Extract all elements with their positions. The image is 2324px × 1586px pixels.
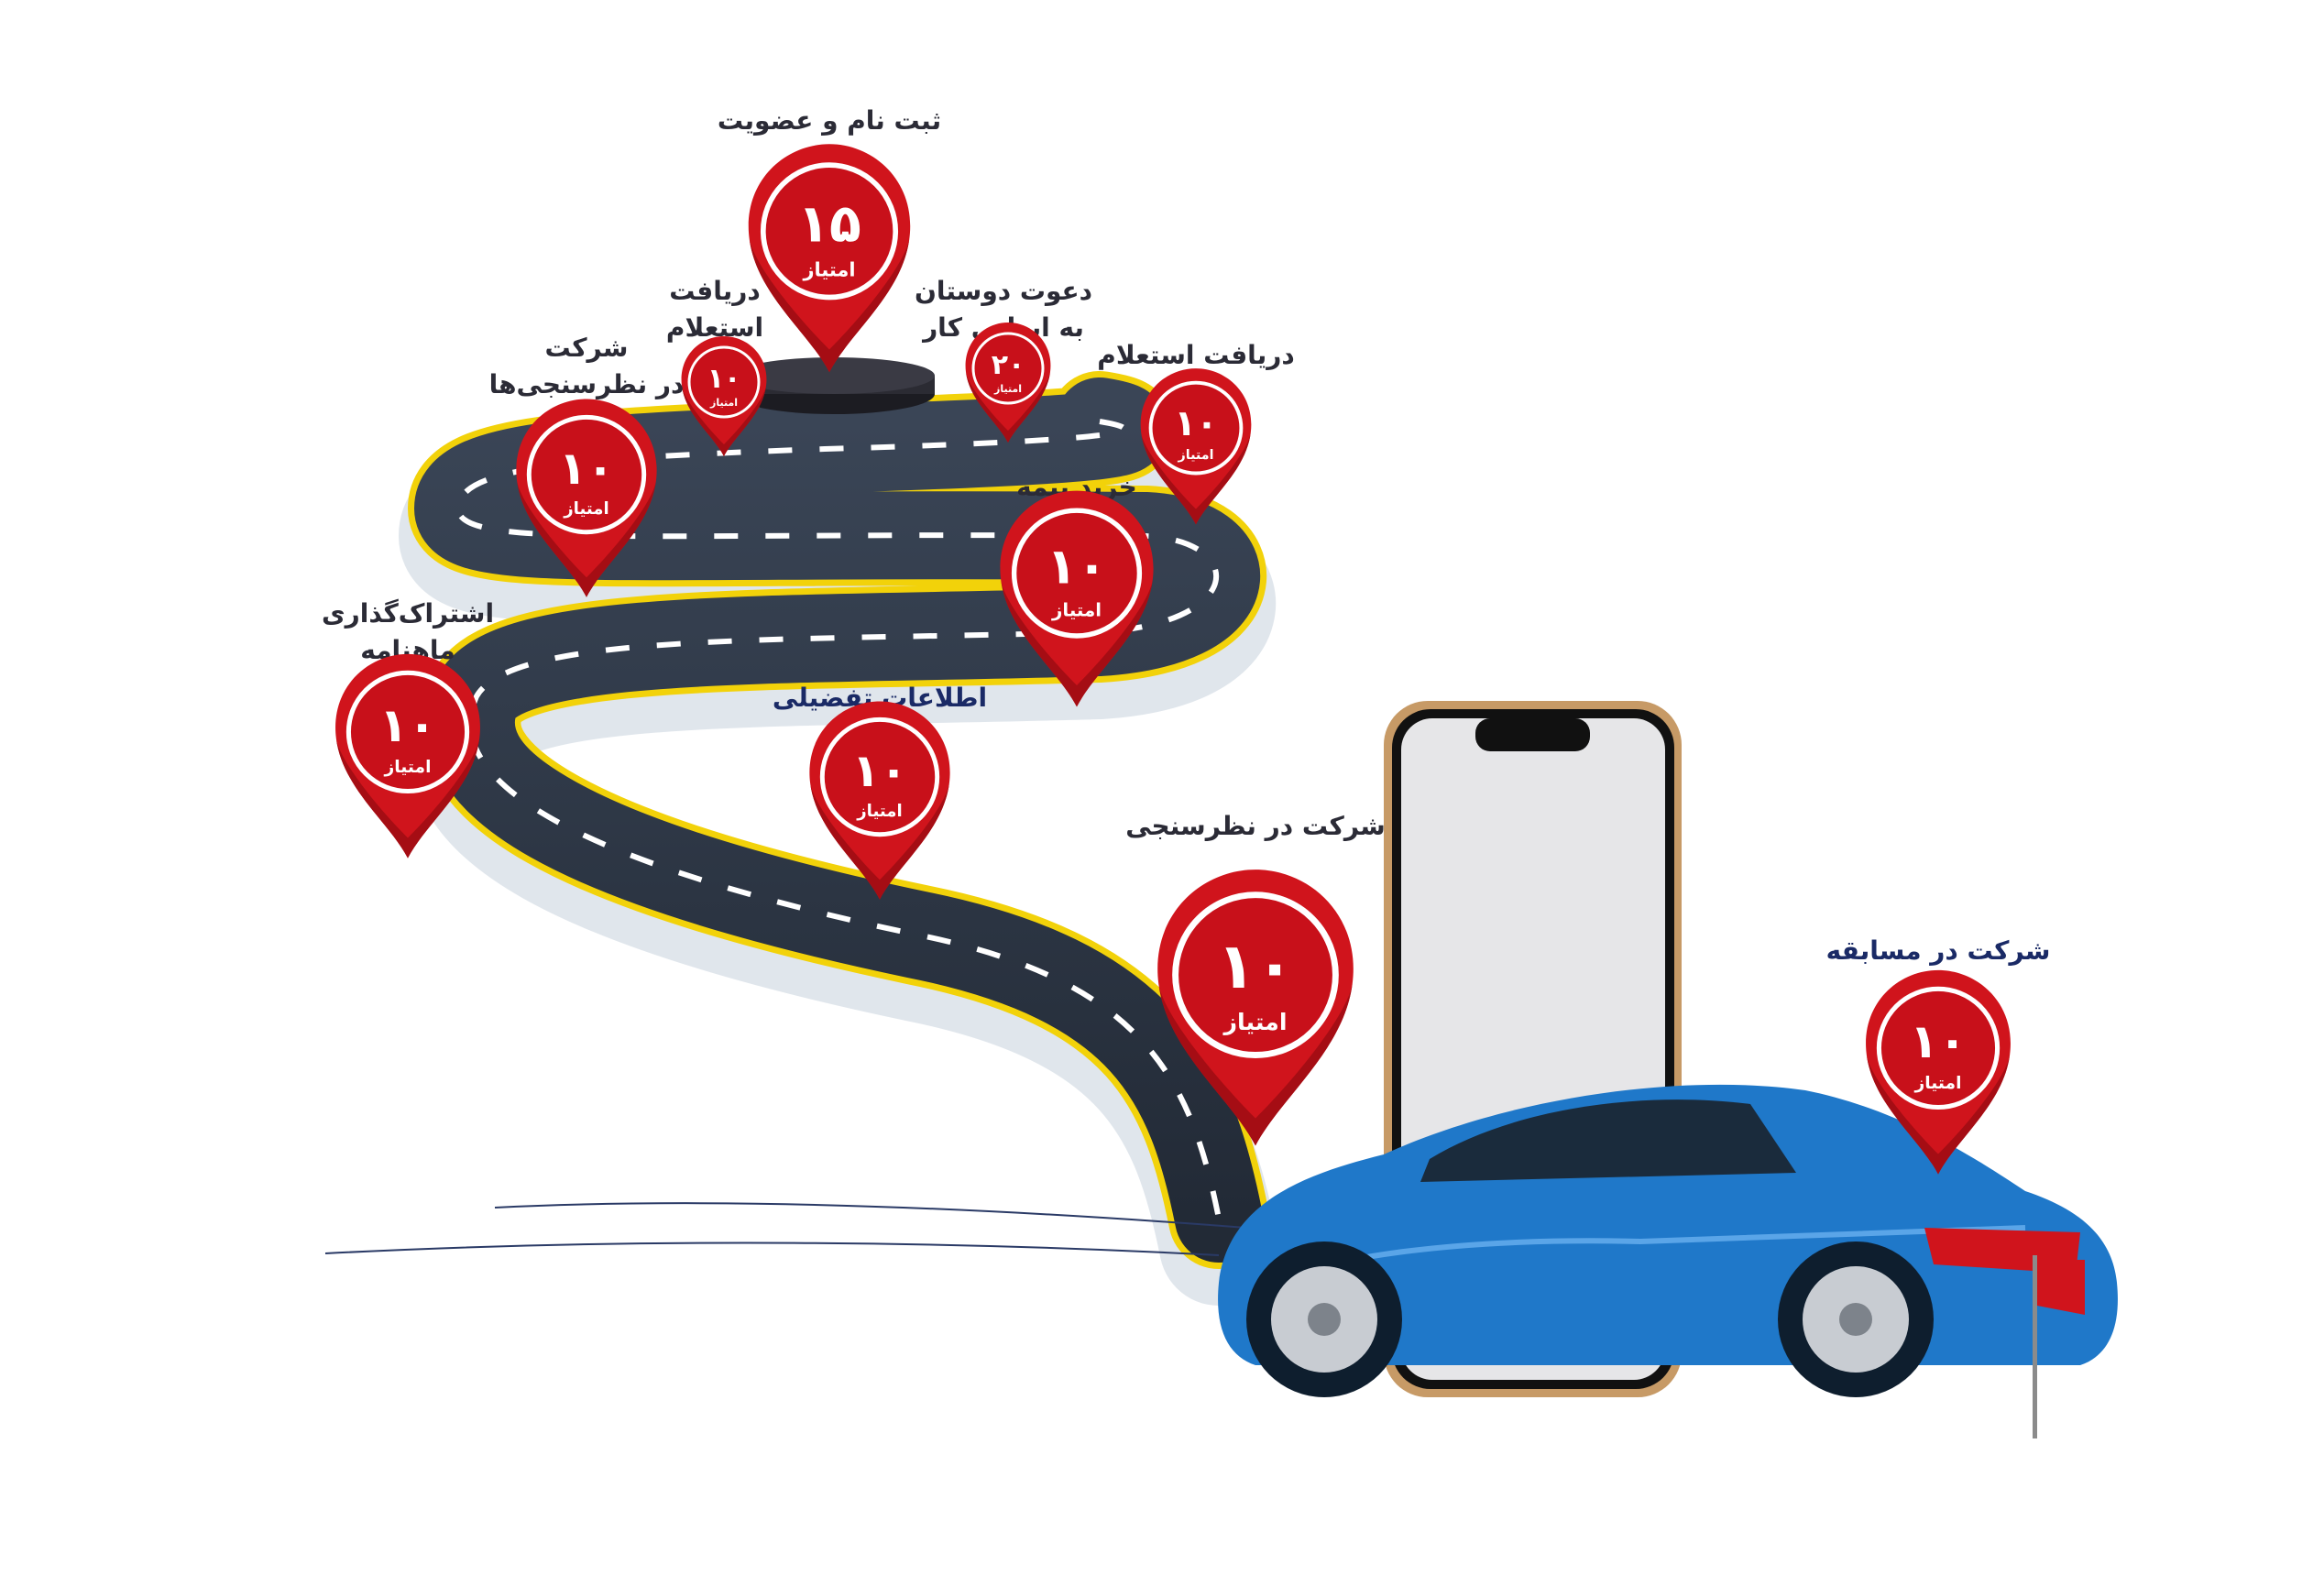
map-pin-inquiry-a: ۱۰ امتیاز — [678, 334, 770, 458]
map-pin-invite: ۲۰ امتیاز — [962, 321, 1054, 444]
milestone-label-contest: شرکت در مسابقه — [1826, 933, 2051, 969]
points-value: ۱۵ — [797, 194, 861, 255]
points-unit: امتیاز — [1178, 448, 1214, 463]
milestone-label-line: در نظرسنجی‌ها — [488, 369, 685, 399]
milestone-label-inquiry-b: دریافت استعلام — [1097, 337, 1294, 374]
points-unit: امتیاز — [1222, 1009, 1287, 1035]
map-pin-insurance: ۱۰ امتیاز — [994, 487, 1159, 710]
points-value: ۱۰ — [1174, 403, 1218, 444]
points-unit: امتیاز — [709, 397, 738, 409]
points-unit: امتیاز — [856, 802, 903, 821]
swoosh-line-upper — [494, 1202, 1247, 1229]
swoosh-line-lower — [324, 1241, 1220, 1256]
location-pin-icon: ۱۰ امتیاز — [809, 701, 950, 900]
milestone-label-line: شرکت در نظرسنجی — [1125, 811, 1386, 841]
points-value: ۱۰ — [1217, 930, 1294, 1003]
finish-flag — [2033, 1255, 2085, 1438]
milestone-label-line: شرکت در مسابقه — [1825, 935, 2051, 966]
location-pin-icon: ۱۰ امتیاز — [335, 653, 480, 859]
location-pin-icon: ۱۰ امتیاز — [1140, 368, 1252, 525]
milestone-label-surveys: شرکت در نظرسنجی‌ها — [489, 330, 685, 403]
points-value: ۱۰ — [852, 744, 907, 797]
map-pin-details: ۱۰ امتیاز — [805, 698, 956, 902]
map-pin-inquiry-b: ۱۰ امتیاز — [1136, 366, 1255, 528]
points-unit: امتیاز — [802, 259, 855, 281]
milestone-label-line: دریافت استعلام — [1097, 340, 1295, 370]
points-value: ۲۰ — [992, 349, 1025, 381]
location-pin-icon: ۱۰ امتیاز — [1866, 969, 2011, 1175]
points-value: ۱۰ — [559, 442, 614, 495]
points-unit: امتیاز — [383, 758, 431, 777]
map-pin-signup: ۱۵ امتیاز — [742, 141, 916, 377]
milestone-label-line: دعوت دوستان — [914, 276, 1093, 306]
location-pin-icon: ۱۰ امتیاز — [516, 399, 657, 597]
milestone-label-line: شرکت — [544, 333, 629, 363]
points-unit: امتیاز — [1913, 1074, 1961, 1093]
location-pin-icon: ۱۵ امتیاز — [748, 144, 911, 373]
milestone-label-signup: ثبت نام و عضویت — [718, 103, 941, 139]
points-unit: امتیاز — [993, 383, 1022, 395]
milestone-label-survey: شرکت در نظرسنجی — [1125, 808, 1386, 845]
points-value: ۱۰ — [1047, 537, 1107, 595]
podium — [733, 357, 935, 414]
points-value: ۱۰ — [1910, 1015, 1967, 1069]
map-pin-surveys: ۱۰ امتیاز — [511, 396, 663, 600]
points-unit: امتیاز — [1051, 599, 1102, 620]
milestone-label-line: ثبت نام و عضویت — [717, 105, 942, 136]
map-pin-survey: ۱۰ امتیاز — [1150, 866, 1361, 1151]
milestone-label-line: اشتراک‌گذاری — [321, 598, 495, 629]
location-pin-icon: ۲۰ امتیاز — [965, 323, 1051, 443]
map-pin-newsletter: ۱۰ امتیاز — [330, 651, 486, 862]
points-unit: امتیاز — [563, 499, 609, 519]
blue-car — [1218, 1084, 2118, 1397]
location-pin-icon: ۱۰ امتیاز — [681, 336, 767, 456]
location-pin-icon: ۱۰ امتیاز — [1157, 870, 1354, 1146]
points-value: ۱۰ — [379, 699, 436, 753]
points-value: ۱۰ — [707, 363, 741, 395]
location-pin-icon: ۱۰ امتیاز — [1000, 490, 1154, 707]
map-pin-contest: ۱۰ امتیاز — [1860, 968, 2016, 1178]
milestone-label-line: دریافت — [669, 276, 761, 306]
